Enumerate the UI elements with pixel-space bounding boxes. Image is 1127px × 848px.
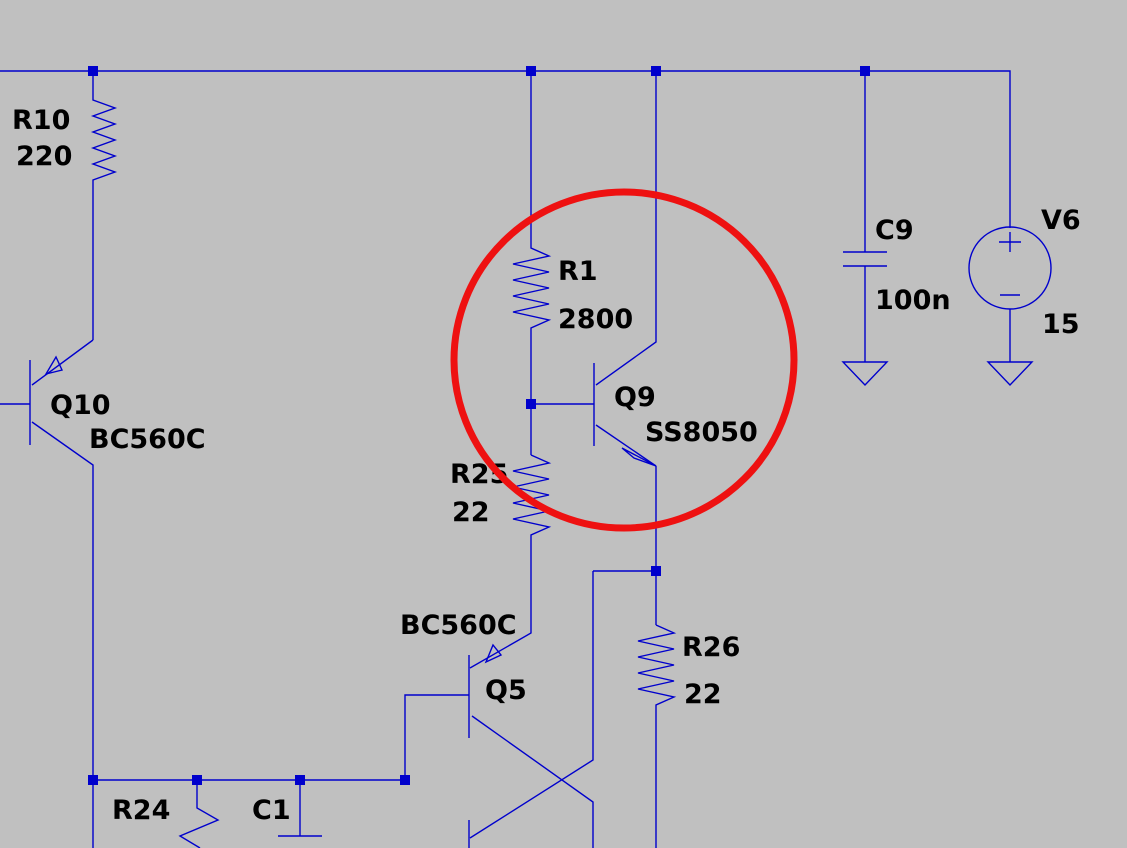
- transistor-q9[interactable]: [531, 71, 657, 625]
- voltage-source-v6[interactable]: [968, 226, 1052, 387]
- r24-ref-label: R24: [112, 795, 170, 826]
- resistor-r24[interactable]: [178, 780, 220, 848]
- resistor-r1[interactable]: [512, 71, 552, 455]
- r26-ref-label: R26: [682, 632, 740, 663]
- r1-ref-label: R1: [558, 256, 598, 287]
- v6-ref-label: V6: [1041, 205, 1081, 236]
- highlight-circle: [450, 188, 798, 532]
- transistor-q5[interactable]: [404, 571, 594, 848]
- resistor-r26[interactable]: [593, 570, 677, 848]
- c9-ref-label: C9: [875, 215, 914, 246]
- r1-value-label: 2800: [558, 304, 633, 335]
- capacitor-c9[interactable]: [841, 71, 889, 387]
- r10-value-label: 220: [16, 141, 72, 172]
- q5-model-label: BC560C: [400, 610, 517, 641]
- c9-value-label: 100n: [875, 285, 951, 316]
- q5-ref-label: Q5: [485, 675, 527, 706]
- q9-ref-label: Q9: [614, 382, 656, 413]
- q9-model-label: SS8050: [645, 417, 758, 448]
- r10-ref-label: R10: [12, 105, 70, 136]
- junction-dots: [88, 66, 870, 785]
- r26-value-label: 22: [684, 679, 722, 710]
- c1-ref-label: C1: [252, 795, 291, 826]
- top-rail-wire[interactable]: [0, 70, 1011, 228]
- v6-value-label: 15: [1042, 309, 1080, 340]
- resistor-r25[interactable]: [469, 454, 552, 669]
- q10-ref-label: Q10: [50, 390, 111, 421]
- r25-value-label: 22: [452, 497, 490, 528]
- capacitor-c1[interactable]: [278, 780, 322, 837]
- transistor-q10[interactable]: [0, 339, 94, 848]
- resistor-r10[interactable]: [90, 71, 118, 340]
- q10-model-label: BC560C: [89, 424, 206, 455]
